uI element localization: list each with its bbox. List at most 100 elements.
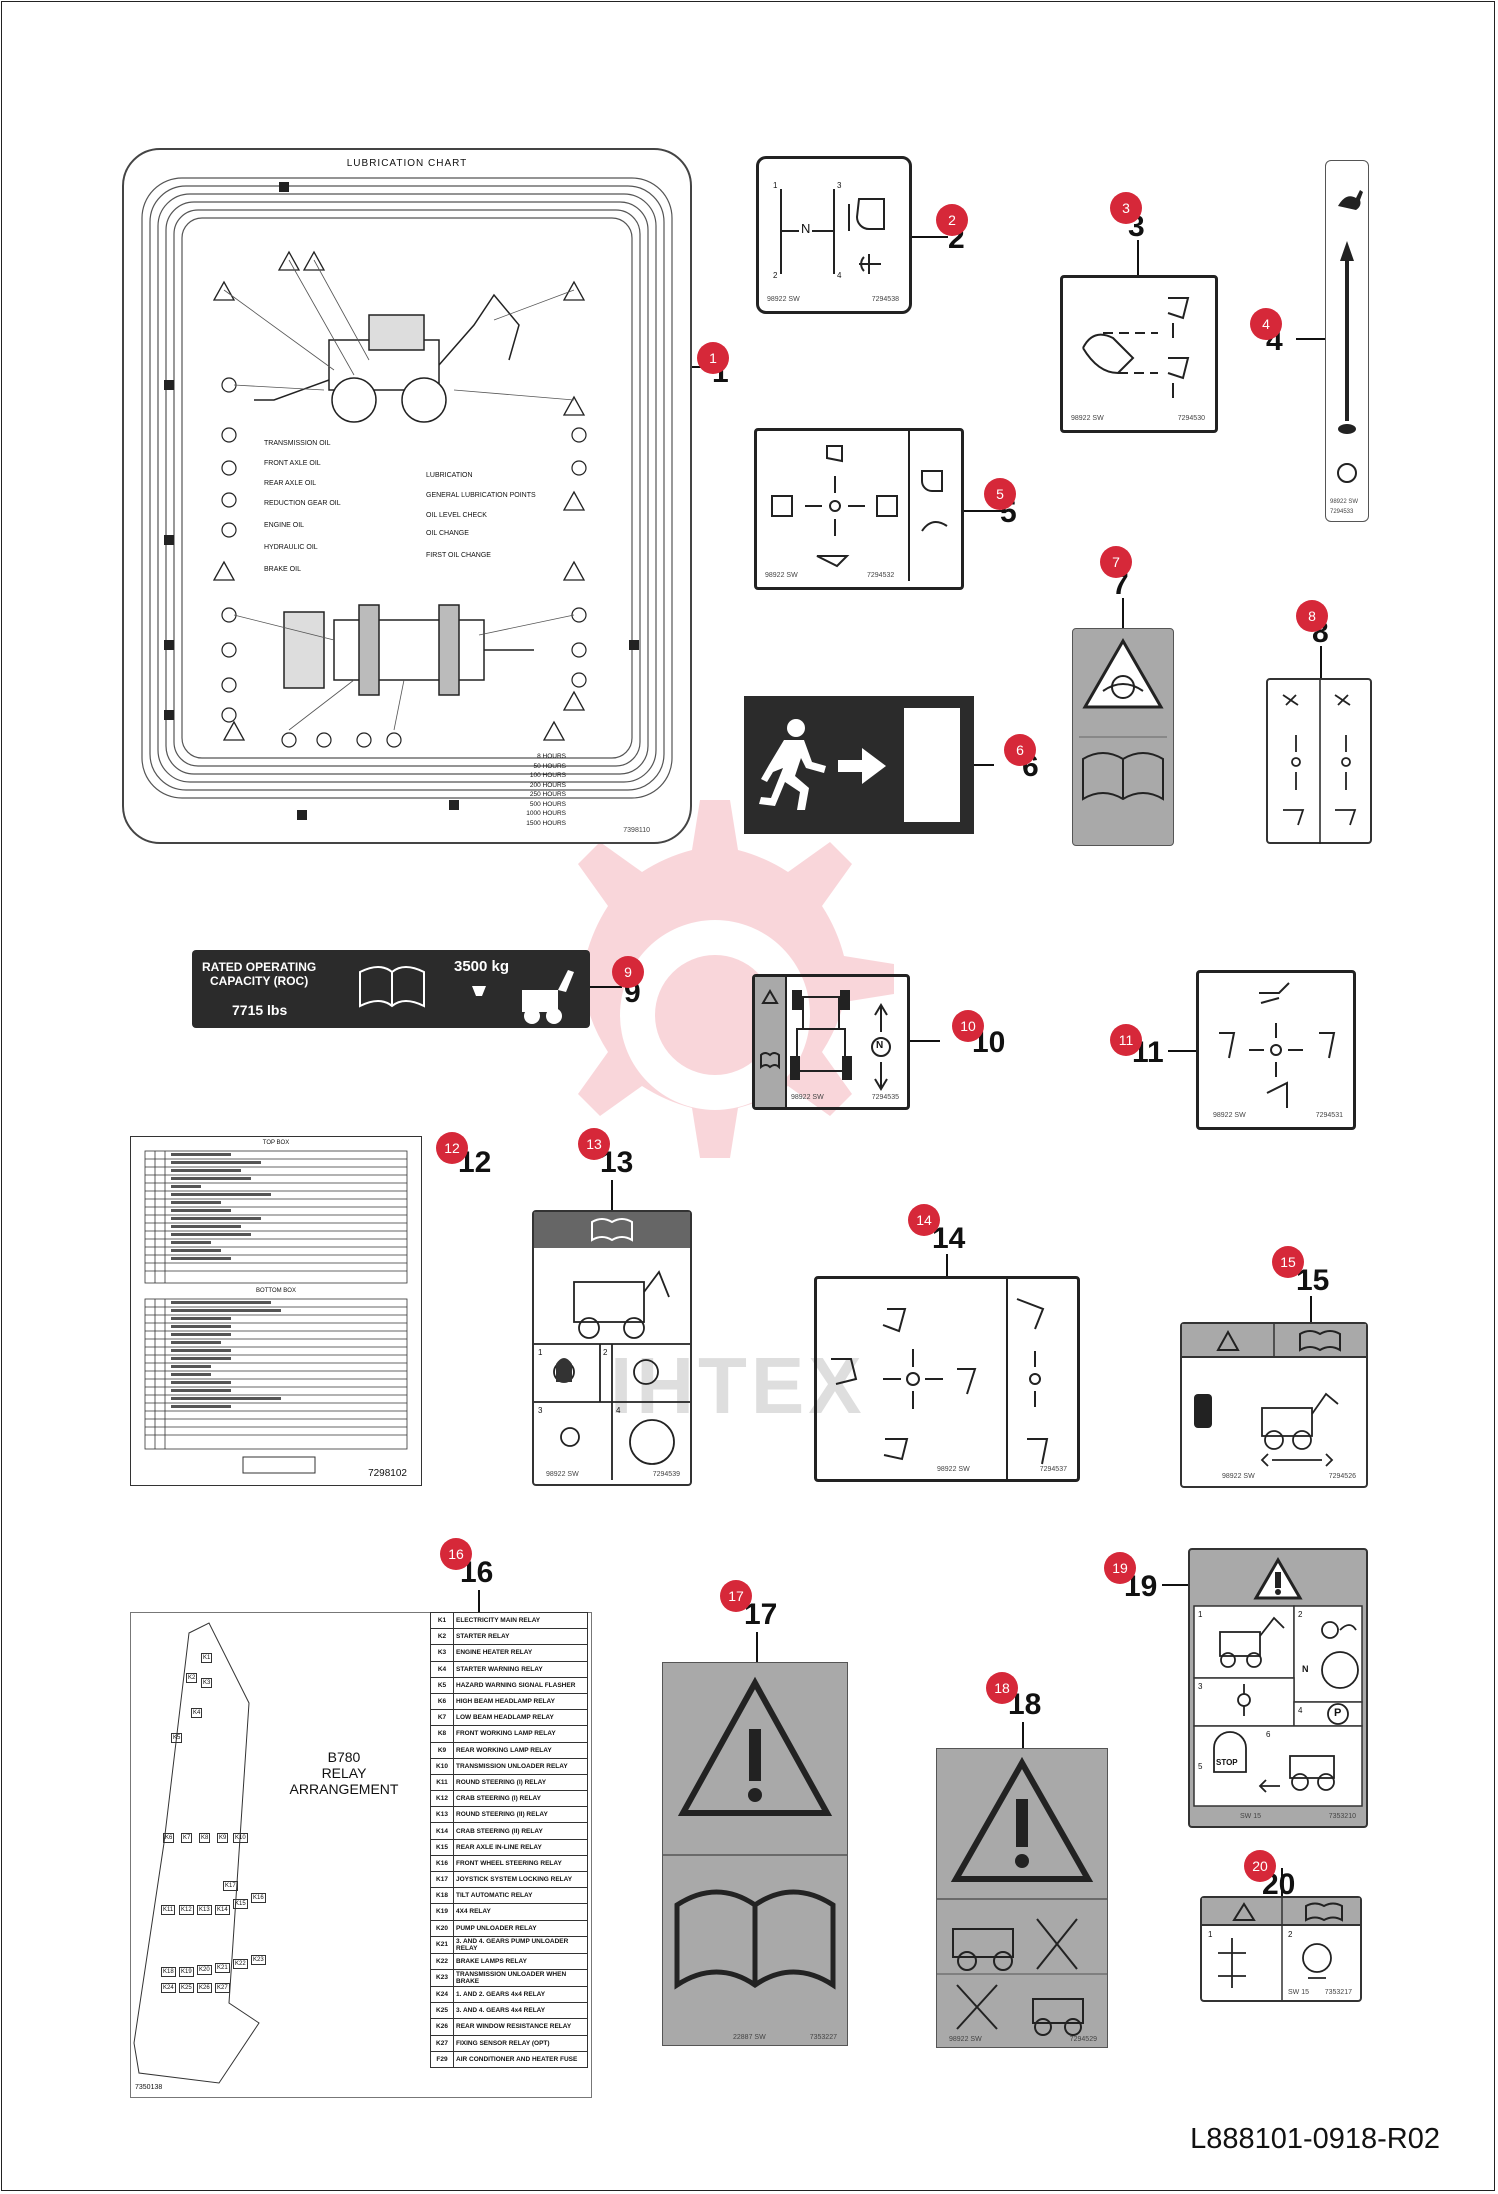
relay-label: TRANSMISSION UNLOADER RELAY [453,1757,588,1775]
warning-decal-18: 98922 SW 7294529 [936,1748,1108,2048]
callout-3[interactable]: 3 [1110,192,1142,224]
map-k15: K15 [233,1899,248,1909]
gear-2-label: 2 [773,271,778,280]
gear-1-label: 1 [773,181,778,190]
roc-manual-icon [359,966,425,1008]
manual-book-icon [674,1889,836,1990]
relay-label: 3. AND 4. GEARS 4x4 RELAY [453,2002,588,2020]
map-k21: K21 [215,1963,230,1973]
hand-lever-icon [1082,297,1190,398]
manual-book-icon [1299,1330,1341,1352]
relay-label: STARTER WARNING RELAY [453,1660,588,1678]
warning-triangle-icon [1216,1329,1240,1351]
decal13-icons [534,1218,690,1480]
legend-first-oil-change: FIRST OIL CHANGE [426,552,491,559]
legend-hydraulic-oil: HYDRAULIC OIL [264,544,318,551]
relay-id: K24 [430,1985,454,2004]
decal19-n-label: N [1302,1664,1309,1674]
decal17-code-b: 7353227 [809,2034,837,2041]
controls-decal-11: 98922 SW 7294531 [1196,970,1356,1130]
legend-reduction-gear-oil: REDUCTION GEAR OIL [264,500,341,507]
relay-id: K4 [430,1660,454,1678]
callout-19[interactable]: 19 [1104,1552,1136,1584]
callout-14[interactable]: 14 [908,1204,940,1236]
dual-control-pattern-icon [1282,680,1357,844]
decal13-code-b: 7294539 [652,1471,680,1478]
callout-16[interactable]: 16 [440,1538,472,1570]
leader-15 [1310,1296,1312,1322]
relay-label: TRANSMISSION UNLOADER WHEN BRAKE [453,1968,588,1987]
decal18-code-b: 7294529 [1069,2036,1097,2043]
relay-id: K2 [430,1628,454,1646]
callout-5[interactable]: 5 [984,478,1016,510]
leader-5 [964,510,1002,512]
leader-19 [1162,1584,1188,1586]
callout-1[interactable]: 1 [697,342,729,374]
fan-warning-icon [1079,637,1167,801]
map-k10: K10 [233,1833,248,1843]
relay-id: K3 [430,1644,454,1662]
callout-13[interactable]: 13 [578,1128,610,1160]
callout-8[interactable]: 8 [1296,600,1328,632]
decal13-panel-4: 4 [616,1406,621,1415]
decal19-panel-5: 5 [1198,1762,1203,1771]
roc-decal: RATED OPERATING CAPACITY (ROC) 7715 lbs … [192,950,590,1028]
callout-11[interactable]: 11 [1110,1024,1142,1056]
map-k1: K1 [201,1653,213,1663]
callout-7[interactable]: 7 [1100,546,1132,578]
relay-id: K27 [430,2034,454,2052]
decal19-panel-1: 1 [1198,1610,1203,1619]
decal20-icons [1218,1898,1343,2000]
interval-500-hours: 500 HOURS [529,800,566,808]
exit-running-man-icon [759,708,960,822]
callout-18[interactable]: 18 [986,1672,1018,1704]
callout-4[interactable]: 4 [1250,308,1282,340]
map-k18: K18 [161,1967,176,1977]
relay-label: REAR WINDOW RESISTANCE RELAY [453,2018,588,2036]
relay-id: K9 [430,1741,454,1759]
decal10-code-b: 7294535 [871,1094,899,1101]
decal3-code-b: 7294530 [1177,415,1205,422]
map-k19: K19 [179,1967,194,1977]
callout-15[interactable]: 15 [1272,1246,1304,1278]
relay-id: F29 [430,2050,454,2068]
map-k13: K13 [197,1905,212,1915]
decal20-code-a: SW 15 [1288,1989,1310,1996]
fuse-part-code: 7298102 [368,1468,407,1479]
map-k17: K17 [223,1881,238,1891]
decal15-code-b: 7294526 [1328,1473,1356,1480]
map-k9: K9 [217,1833,229,1843]
callout-2[interactable]: 2 [936,204,968,236]
callout-6[interactable]: 6 [1004,734,1036,766]
callout-20[interactable]: 20 [1244,1850,1276,1882]
relay-part-code: 7350138 [135,2084,163,2091]
map-k16: K16 [251,1893,266,1903]
controls-decal-3: 98922 SW 7294530 [1060,275,1218,433]
backhoe-controls-icon [1219,982,1336,1108]
relay-title: B780 RELAY ARRANGEMENT [279,1749,409,1797]
decal19-p-label: P [1334,1707,1342,1719]
callout-10[interactable]: 10 [952,1010,984,1042]
relay-map-outline [133,1622,260,2084]
relay-label: REAR WORKING LAMP RELAY [453,1741,588,1759]
callout-12[interactable]: 12 [436,1132,468,1164]
relay-id: K23 [430,1968,454,1987]
relay-label: ROUND STEERING (I) RELAY [453,1773,588,1792]
callout-9[interactable]: 9 [612,956,644,988]
decal11-code-b: 7294531 [1315,1112,1343,1119]
leader-10 [910,1040,940,1042]
leader-11 [1168,1050,1196,1052]
callout-17[interactable]: 17 [720,1580,752,1612]
interval-250-hours: 250 HOURS [529,791,566,798]
relay-id: K14 [430,1822,454,1840]
